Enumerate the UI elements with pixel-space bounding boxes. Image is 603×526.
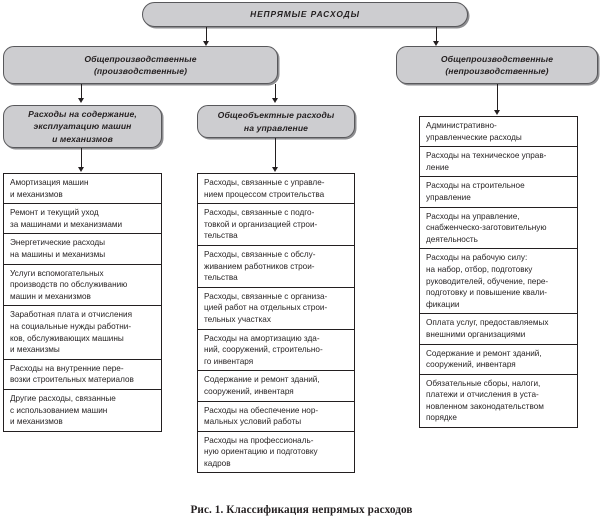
arrow-root-to-production: [203, 41, 209, 46]
list-item[interactable]: Расходы на рабочую силу: на набор, отбор…: [420, 249, 577, 315]
node-general-production[interactable]: Общепроизводственные (производственные): [3, 46, 278, 84]
node-general-production-label: Общепроизводственные (производственные): [84, 53, 197, 76]
node-general-facility-management-costs[interactable]: Общеобъектные расходы на управление: [197, 105, 355, 138]
list-item[interactable]: Расходы на внутренние пере- возки строит…: [4, 360, 161, 390]
list-item[interactable]: Расходы на управление, снабженческо-заго…: [420, 208, 577, 250]
connector-root-to-nonproduction: [436, 27, 437, 42]
list-item[interactable]: Амортизация машин и механизмов: [4, 174, 161, 205]
node-machinery-maintenance-costs-label: Расходы на содержание, эксплуатацию маши…: [28, 108, 137, 144]
list-item[interactable]: Расходы, связанные с организа- цией рабо…: [198, 288, 354, 330]
node-general-nonproduction[interactable]: Общепроизводственные (непроизводственные…: [396, 46, 598, 84]
list-item[interactable]: Расходы на амортизацию зда- ний, сооруже…: [198, 330, 354, 372]
list-nonproduction-costs: Административно- управленческие расходы …: [419, 116, 578, 429]
arrow-machinery-to-list: [78, 167, 84, 172]
connector-production-to-management: [275, 84, 276, 99]
node-root-label: НЕПРЯМЫЕ РАСХОДЫ: [250, 9, 360, 20]
list-item[interactable]: Другие расходы, связанные с использовани…: [10, 393, 116, 427]
list-item[interactable]: Ремонт и текущий уход за машинами и меха…: [4, 204, 161, 235]
node-general-nonproduction-label: Общепроизводственные (непроизводственные…: [440, 53, 554, 76]
list-item[interactable]: Услуги вспомогательных производств по об…: [4, 265, 161, 307]
list-item[interactable]: Расходы, связанные с подго- товкой и орг…: [198, 204, 354, 246]
list-item[interactable]: Содержание и ремонт зданий, сооружений, …: [198, 371, 354, 402]
list-facility-management-costs: Расходы, связанные с управле- нием проце…: [197, 173, 355, 474]
list-item[interactable]: Административно- управленческие расходы: [420, 117, 577, 148]
arrow-management-to-list: [272, 167, 278, 172]
list-item[interactable]: Энергетические расходы на машины и механ…: [4, 234, 161, 265]
arrow-production-to-management: [272, 98, 278, 103]
connector-production-to-machinery: [81, 84, 82, 99]
node-root-indirect-costs[interactable]: НЕПРЯМЫЕ РАСХОДЫ: [142, 2, 468, 27]
list-item[interactable]: Расходы, связанные с управле- нием проце…: [198, 174, 354, 205]
figure-caption: Рис. 1. Классификация непрямых расходов: [190, 504, 413, 516]
connector-management-to-list: [275, 138, 276, 168]
connector-root-to-production: [206, 27, 207, 42]
node-general-facility-management-costs-label: Общеобъектные расходы на управление: [217, 110, 335, 133]
arrow-production-to-machinery: [78, 98, 84, 103]
node-machinery-maintenance-costs[interactable]: Расходы на содержание, эксплуатацию маши…: [3, 105, 162, 148]
list-machinery-costs: Амортизация машин и механизмов Ремонт и …: [3, 173, 162, 432]
arrow-root-to-nonproduction: [433, 41, 439, 46]
connector-machinery-to-list: [81, 148, 82, 168]
list-item[interactable]: Обязательные сборы, налоги, платежи и от…: [426, 378, 544, 423]
arrow-nonproduction-to-list: [494, 110, 500, 115]
list-item[interactable]: Заработная плата и отчисления на социаль…: [4, 306, 161, 360]
list-item[interactable]: Расходы на строительное управление: [420, 177, 577, 208]
list-item[interactable]: Содержание и ремонт зданий, сооружений, …: [420, 345, 577, 375]
list-item[interactable]: Расходы, связанные с обслу- живанием раб…: [198, 246, 354, 288]
connector-nonproduction-to-list: [497, 84, 498, 111]
list-item[interactable]: Расходы на техническое управ- ление: [420, 147, 577, 178]
list-item[interactable]: Оплата услуг, предоставляемых внешними о…: [420, 314, 577, 345]
list-item[interactable]: Расходы на обеспечение нор- мальных усло…: [198, 402, 354, 432]
list-item[interactable]: Расходы на профессиональ- ную ориентацию…: [204, 435, 318, 468]
